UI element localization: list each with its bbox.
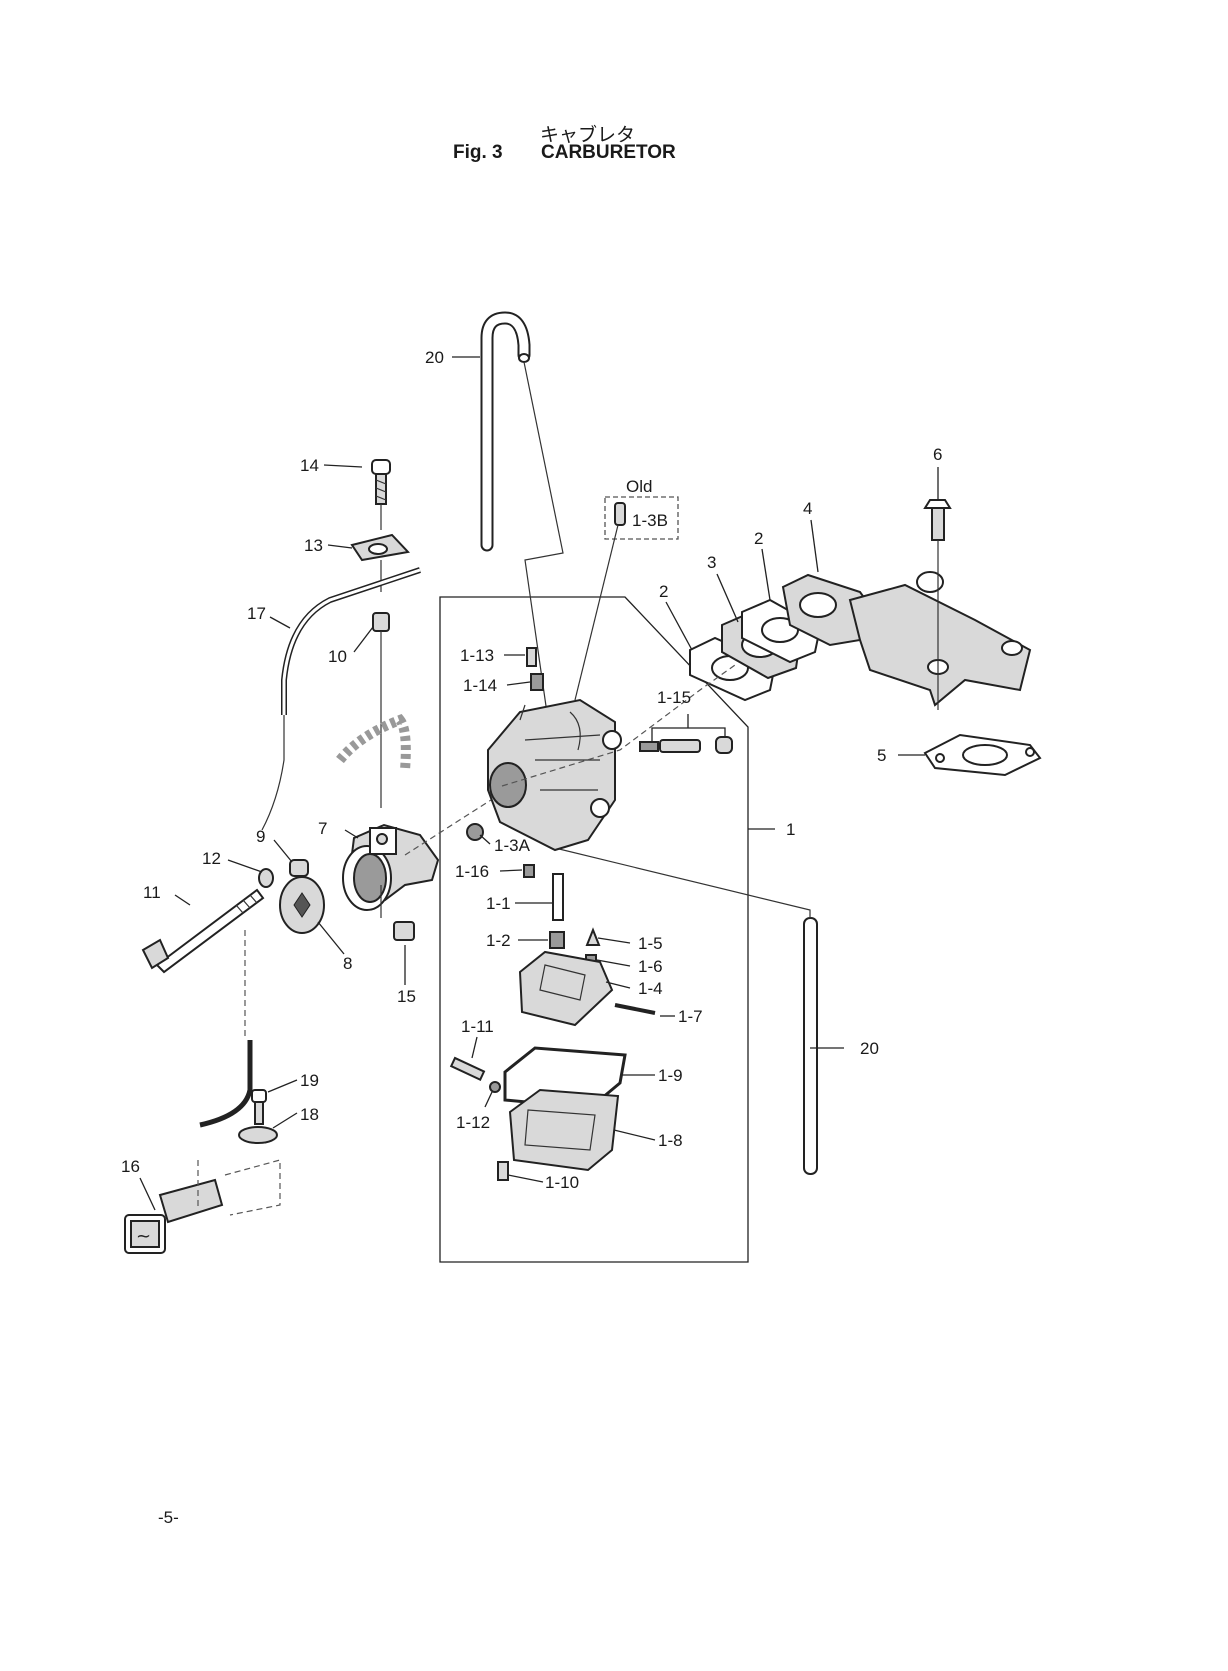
label-11: 11 bbox=[143, 883, 161, 902]
label-1-6: 1-6 bbox=[638, 957, 663, 976]
knob-16: ~ bbox=[124, 1178, 224, 1254]
label-16: 16 bbox=[121, 1157, 140, 1176]
label-2-front: 2 bbox=[659, 582, 668, 601]
label-18: 18 bbox=[300, 1105, 319, 1124]
label-2-rear: 2 bbox=[754, 529, 763, 548]
label-1-11: 1-11 bbox=[461, 1017, 494, 1036]
jet-1-3B bbox=[614, 502, 626, 526]
washer-12 bbox=[258, 868, 274, 888]
label-7: 7 bbox=[318, 819, 327, 838]
collar-10 bbox=[372, 612, 390, 632]
label-15: 15 bbox=[397, 987, 416, 1006]
label-1-12: 1-12 bbox=[456, 1113, 490, 1132]
bolt-19 bbox=[251, 1089, 267, 1125]
svg-text:~: ~ bbox=[136, 1226, 151, 1247]
plug-1-3A bbox=[466, 823, 484, 841]
label-1-16: 1-16 bbox=[455, 862, 489, 881]
label-14: 14 bbox=[300, 456, 319, 475]
label-20-right: 20 bbox=[860, 1039, 879, 1058]
hose-20-right bbox=[803, 917, 818, 1175]
choke-body-7 bbox=[342, 823, 440, 911]
spring-1-14 bbox=[530, 673, 544, 691]
label-1-7: 1-7 bbox=[678, 1007, 703, 1026]
label-8: 8 bbox=[343, 954, 352, 973]
label-17: 17 bbox=[247, 604, 266, 623]
gasket-1-9 bbox=[503, 1046, 627, 1110]
label-3: 3 bbox=[707, 553, 716, 572]
label-12: 12 bbox=[202, 849, 221, 868]
label-old: Old bbox=[626, 477, 652, 496]
label-10: 10 bbox=[328, 647, 347, 666]
label-1-4: 1-4 bbox=[638, 979, 663, 998]
label-1-2: 1-2 bbox=[486, 931, 511, 950]
label-1-8: 1-8 bbox=[658, 1131, 683, 1150]
jet-1-2 bbox=[549, 931, 565, 949]
carburetor-group-frame bbox=[439, 596, 749, 1263]
label-20-upper: 20 bbox=[425, 348, 444, 367]
label-1-13: 1-13 bbox=[460, 646, 494, 665]
label-1-3B: 1-3B bbox=[632, 511, 668, 530]
page-number: -5- bbox=[158, 1508, 179, 1527]
label-1-15: 1-15 bbox=[657, 688, 691, 707]
label-4: 4 bbox=[803, 499, 812, 518]
screw-1-16 bbox=[523, 864, 535, 878]
figure-number: Fig. 3 bbox=[453, 142, 503, 163]
label-9: 9 bbox=[256, 827, 265, 846]
nut-15 bbox=[393, 921, 415, 941]
label-1: 1 bbox=[786, 820, 795, 839]
hose-20-upper bbox=[480, 311, 531, 552]
o-ring-1-12 bbox=[489, 1081, 501, 1093]
pilot-screw-1-15 bbox=[639, 736, 733, 754]
title-japanese: キャブレタ bbox=[540, 124, 636, 146]
label-1-1: 1-1 bbox=[486, 894, 511, 913]
collar-9 bbox=[289, 859, 309, 877]
carburetor-body-1 bbox=[487, 698, 622, 852]
intake-manifold-4 bbox=[781, 571, 1032, 707]
screw-1-13 bbox=[526, 647, 537, 667]
nozzle-1-1 bbox=[552, 873, 564, 921]
drain-screw-1-11 bbox=[449, 1056, 486, 1082]
washer-18 bbox=[238, 1126, 278, 1144]
gasket-5 bbox=[923, 733, 1042, 777]
label-1-14: 1-14 bbox=[463, 676, 497, 695]
label-1-3A: 1-3A bbox=[494, 836, 531, 855]
label-13: 13 bbox=[304, 536, 323, 555]
label-5: 5 bbox=[877, 746, 886, 765]
bolt-11 bbox=[141, 888, 265, 974]
bolt-1-10 bbox=[497, 1161, 509, 1181]
label-19: 19 bbox=[300, 1071, 319, 1090]
label-1-10: 1-10 bbox=[545, 1173, 579, 1192]
float-pin-1-7 bbox=[614, 1003, 656, 1015]
float-1-4 bbox=[518, 950, 614, 1027]
figure-title: CARBURETOR bbox=[541, 142, 676, 163]
bolt-14 bbox=[371, 459, 391, 505]
label-6: 6 bbox=[933, 445, 942, 464]
float-chamber-1-8 bbox=[508, 1088, 620, 1172]
old-part-box bbox=[604, 496, 679, 540]
needle-valve-1-5 bbox=[585, 927, 601, 946]
label-1-5: 1-5 bbox=[638, 934, 663, 953]
bolt-6 bbox=[923, 499, 952, 541]
label-1-9: 1-9 bbox=[658, 1066, 683, 1085]
